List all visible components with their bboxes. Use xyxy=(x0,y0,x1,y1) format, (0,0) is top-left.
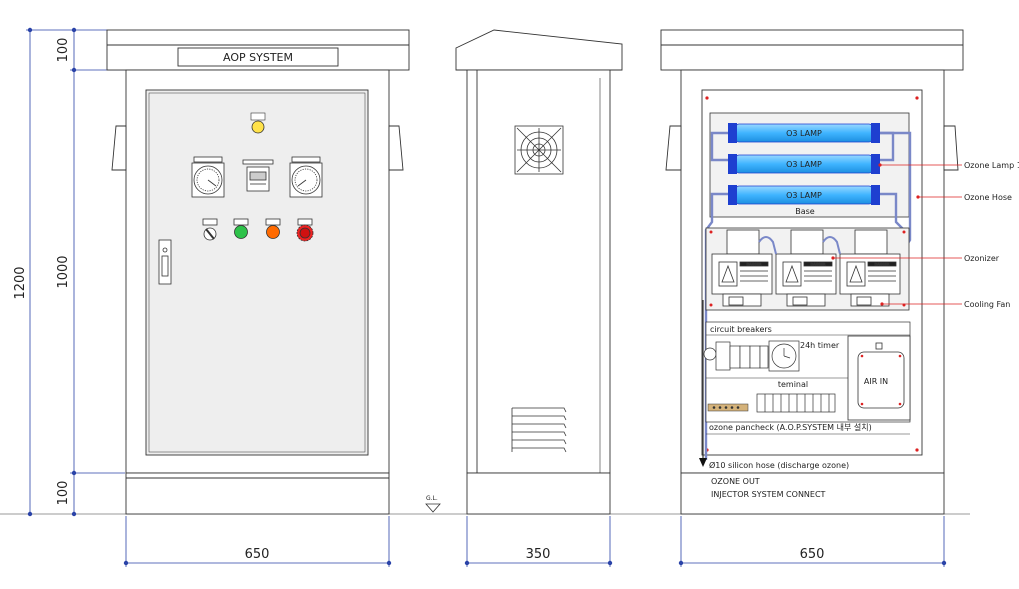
callout-ozone-lamp: Ozone Lamp 1 xyxy=(964,161,1019,170)
front-left-bracket xyxy=(111,125,127,171)
digital-counter xyxy=(242,159,274,192)
ozone-lamp-1: O3 LAMP xyxy=(728,123,880,143)
dim-base-height: 100 xyxy=(56,481,71,506)
callout-ozonizer: Ozonizer xyxy=(964,254,1000,263)
silicon-hose-label: Ø10 silicon hose (discharge ozone) xyxy=(709,460,849,470)
side-fan-grille xyxy=(514,125,564,175)
back-roof xyxy=(660,29,964,71)
dim-front-width: 650 xyxy=(245,547,270,562)
side-base xyxy=(466,472,611,515)
ozonizer-3-danger: DANGER xyxy=(874,263,890,267)
circuit-breakers xyxy=(703,341,769,371)
front-base xyxy=(125,472,390,515)
left-timer-gauge xyxy=(191,156,225,198)
air-in-label: AIR IN xyxy=(864,377,888,386)
discharge-arrow-icon xyxy=(699,458,707,467)
width-dimensions xyxy=(125,516,945,567)
front-view xyxy=(106,29,410,515)
title-plate-label: AOP SYSTEM xyxy=(223,51,293,64)
injector-connect-label: INJECTOR SYSTEM CONNECT xyxy=(711,490,826,499)
green-pilot-lamp xyxy=(233,218,249,239)
pancheck-connector xyxy=(707,403,749,412)
circuit-breakers-label: circuit breakers xyxy=(710,325,772,334)
ozone-lamp-3-label: O3 LAMP xyxy=(786,191,822,200)
back-base xyxy=(680,472,945,515)
height-dimensions xyxy=(26,29,125,514)
timer-clock-icon xyxy=(768,340,800,372)
ozone-lamp-2: O3 LAMP xyxy=(728,154,880,174)
ozonizer-unit-3: DANGER xyxy=(839,229,901,307)
air-inlet-screws xyxy=(860,354,902,406)
side-view xyxy=(455,29,623,515)
ground-level-label: G.L. xyxy=(426,495,438,502)
front-door xyxy=(145,89,369,456)
ozone-out-label: OZONE OUT xyxy=(711,477,760,486)
door-handle xyxy=(158,239,172,285)
ozone-lamp-2-label: O3 LAMP xyxy=(786,160,822,169)
ozonizer-2-danger: DANGER xyxy=(810,263,826,267)
terminal-label: teminal xyxy=(778,380,808,389)
right-timer-gauge xyxy=(289,156,323,198)
ozonizer-1-danger: DANGER xyxy=(746,263,762,267)
side-louver-vents xyxy=(511,407,567,453)
width-dimension-dots xyxy=(123,560,947,566)
timer-label: 24h timer xyxy=(800,341,840,350)
callout-ozone-hose: Ozone Hose xyxy=(964,193,1012,202)
callout-cooling-fan: Cooling Fan xyxy=(964,300,1010,309)
emergency-stop-button xyxy=(296,218,314,242)
callout-lines xyxy=(833,164,962,305)
ground-level-marker: G.L. xyxy=(425,495,441,513)
dim-body-height: 1000 xyxy=(56,255,71,288)
air-inlet-box xyxy=(847,335,911,421)
terminal-block xyxy=(756,393,836,413)
ozonizer-unit-2: DANGER xyxy=(775,229,837,307)
indicator-lamp xyxy=(250,112,266,134)
front-right-bracket xyxy=(388,125,404,171)
ozonizer-unit-1: DANGER xyxy=(711,229,773,307)
dim-total-height: 1200 xyxy=(13,266,28,299)
orange-pilot-lamp xyxy=(265,218,281,239)
height-dimension-dots xyxy=(27,27,77,517)
dim-side-width: 350 xyxy=(526,547,551,562)
ozonizer-hoses xyxy=(758,236,841,255)
ozone-pancheck-label: ozone pancheck (A.O.P.SYSTEM 내부 설치) xyxy=(709,422,872,432)
ozone-lamp-3: O3 LAMP xyxy=(728,185,880,205)
side-roof xyxy=(455,29,623,71)
front-vents xyxy=(125,410,390,440)
ozone-lamp-1-label: O3 LAMP xyxy=(786,129,822,138)
lamp-base-label: Base xyxy=(795,207,815,216)
dim-back-width: 650 xyxy=(800,547,825,562)
title-plate xyxy=(177,47,339,67)
callout-dots xyxy=(831,163,920,306)
selector-switch xyxy=(202,218,218,241)
dim-roof-height: 100 xyxy=(56,38,71,63)
